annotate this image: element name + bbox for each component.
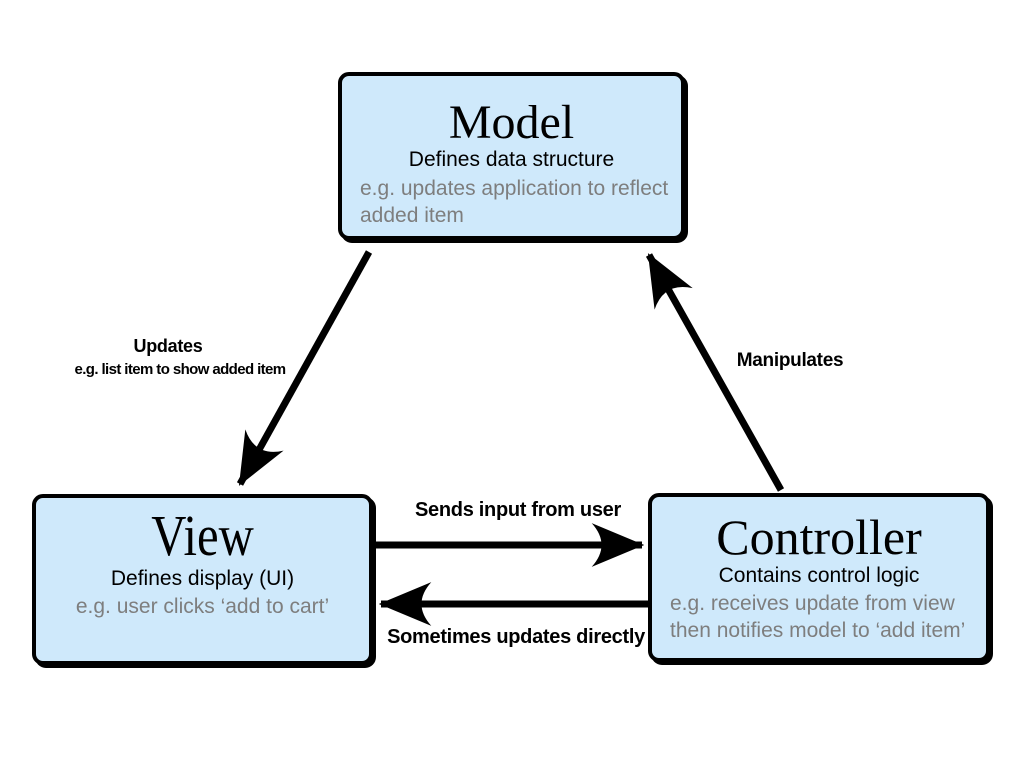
view-box: View Defines display (UI) e.g. user clic… — [32, 494, 373, 665]
manipulates-label: Manipulates — [736, 350, 844, 371]
updates-label: Updates — [133, 336, 203, 356]
model-example: e.g. updates application to reflect adde… — [342, 175, 681, 230]
model-example-line-1: e.g. updates application to reflect — [360, 176, 669, 200]
controller-example: e.g. receives update from view then noti… — [652, 590, 986, 645]
controller-example-line-1: e.g. receives update from view — [670, 591, 955, 615]
sends-input-label: Sends input from user — [415, 499, 621, 521]
view-title: View — [151, 503, 254, 568]
model-subtitle: Defines data structure — [408, 148, 615, 172]
controller-box: Controller Contains control logic e.g. r… — [648, 493, 990, 662]
controller-example-line-2: then notifies model to ‘add item’ — [670, 619, 966, 643]
controller-title: Controller — [716, 509, 922, 565]
model-title: Model — [448, 96, 575, 149]
updates-sublabel: e.g. list item to show added item — [74, 361, 286, 378]
view-subtitle: Defines display (UI) — [110, 566, 295, 590]
sometimes-updates-label: Sometimes updates directly — [387, 626, 645, 648]
controller-subtitle: Contains control logic — [718, 563, 920, 587]
model-box: Model Defines data structure e.g. update… — [338, 72, 685, 240]
view-example: e.g. user clicks ‘add to cart’ — [75, 595, 330, 619]
arrow-controller-to-model — [645, 253, 785, 492]
model-example-line-2: added item — [360, 204, 464, 228]
